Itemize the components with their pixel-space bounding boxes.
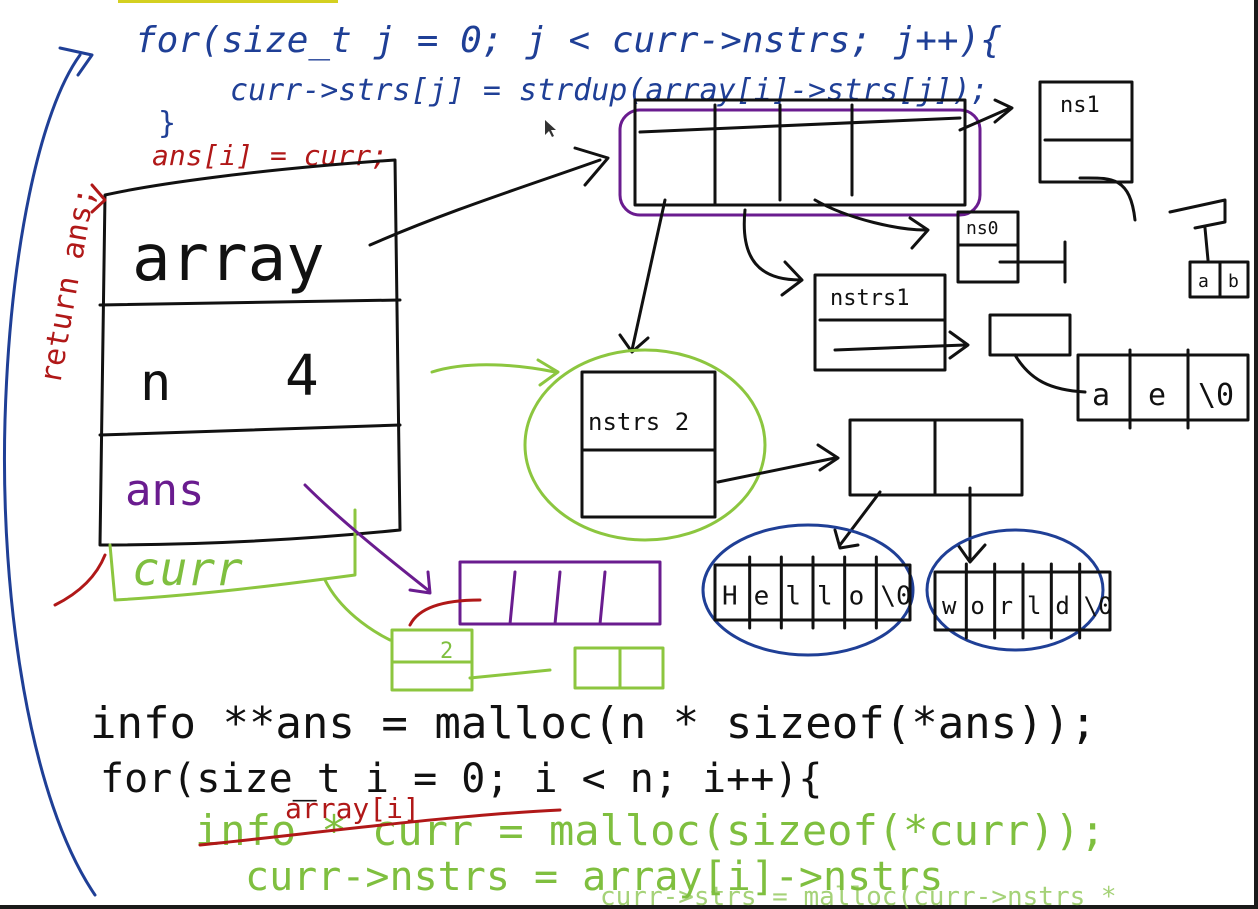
nstrs1-label: nstrs1 bbox=[830, 286, 909, 311]
nstrs1-box bbox=[813, 273, 947, 372]
code-top-line2: curr->strs[j] = strdup(array[i]->strs[j]… bbox=[230, 73, 989, 108]
hello-char: \0 bbox=[880, 582, 911, 612]
world-char: o bbox=[970, 592, 984, 620]
nstrs1-pointer-arrow bbox=[1013, 353, 1087, 394]
nstrs2-arrow-head bbox=[816, 443, 840, 472]
code-bottom-line5: curr->strs = malloc(curr->nstrs * bbox=[600, 882, 1117, 909]
ns0-box bbox=[956, 210, 1020, 284]
ans-red-arrow bbox=[408, 598, 482, 627]
curr-box bbox=[108, 508, 357, 602]
ans-cell-2 bbox=[553, 570, 562, 626]
ans-cell-3 bbox=[598, 570, 607, 626]
strs-array-outline bbox=[618, 108, 982, 217]
nstrs2-box bbox=[580, 370, 717, 519]
green-arrow-head bbox=[536, 358, 560, 387]
code-top-close-brace: } bbox=[158, 106, 176, 141]
ptr-arrow-hello bbox=[838, 490, 882, 547]
ns1-box bbox=[1038, 80, 1134, 184]
return-ans-label: return ans; bbox=[33, 185, 102, 387]
ans-array bbox=[458, 560, 662, 626]
world-char: l bbox=[1027, 592, 1041, 620]
world-highlight bbox=[925, 528, 1105, 652]
world-char: w bbox=[942, 592, 957, 620]
arrow-cell2-head bbox=[908, 216, 930, 250]
ae-char-1: e bbox=[1148, 378, 1166, 413]
nstrs1-arrow-head bbox=[948, 330, 970, 360]
ptr-arrow-hello-head bbox=[833, 528, 860, 550]
hello-highlight bbox=[701, 523, 915, 657]
green-arrow-to-nstrs2 bbox=[430, 363, 557, 374]
curr-struct-value: 2 bbox=[440, 639, 453, 664]
arrow-array-to-strs bbox=[368, 158, 602, 247]
strs-array-top-line bbox=[638, 116, 962, 134]
left-bracket-arrowhead bbox=[58, 46, 94, 77]
code-bottom-line2: for(size_t i = 0; i < n; i++){ bbox=[100, 756, 822, 802]
red-arrow-bottom bbox=[53, 553, 107, 607]
ab-char-0: a bbox=[1198, 271, 1209, 292]
ans-arrow-head bbox=[408, 570, 432, 595]
code-bottom-line4: curr->nstrs = array[i]->nstrs bbox=[245, 854, 943, 900]
ae-char-0: a bbox=[1092, 378, 1110, 413]
ns1-arrow bbox=[1078, 176, 1137, 222]
hello-char: l bbox=[817, 582, 833, 612]
code-bottom-line1: info **ans = malloc(n * sizeof(*ans)); bbox=[90, 698, 1097, 749]
ae-string-box bbox=[1076, 353, 1250, 422]
arrow-cell0-to-nstrs2 bbox=[630, 198, 667, 352]
strs-array bbox=[633, 98, 967, 207]
assign-ans-curr: ans[i] = curr; bbox=[152, 139, 388, 172]
nstrs1-pointer-box bbox=[988, 313, 1072, 357]
arrow-cell1-to-nstrs1 bbox=[742, 208, 802, 282]
ans-cell-1 bbox=[508, 570, 517, 626]
code-bottom-line3: info * curr = malloc(sizeof(*curr)); bbox=[195, 806, 1105, 855]
hello-char: o bbox=[849, 582, 865, 612]
arrow-cell3-to-ns1 bbox=[958, 106, 1012, 132]
nstrs2-arrow bbox=[716, 456, 837, 484]
ns1-pointer-box bbox=[1168, 198, 1227, 230]
ns0-label: ns0 bbox=[966, 218, 999, 239]
ns1-pointer-arrow bbox=[1203, 226, 1210, 262]
field-array: array bbox=[132, 222, 325, 296]
arrow-cell1-head bbox=[780, 260, 804, 297]
hello-char: e bbox=[754, 582, 770, 612]
field-ans: ans bbox=[125, 465, 204, 516]
ans-arrow bbox=[303, 483, 430, 592]
code-top-line1: for(size_t j = 0; j < curr->nstrs; j++){ bbox=[135, 20, 1002, 61]
world-char: r bbox=[999, 592, 1013, 620]
arrow-cell2-to-ns0 bbox=[813, 198, 927, 232]
arrow-array-head bbox=[573, 146, 610, 187]
world-char: \0 bbox=[1084, 592, 1113, 620]
arrow-cell3-head bbox=[993, 98, 1014, 124]
world-char: d bbox=[1055, 592, 1069, 620]
frame-right-border bbox=[1254, 0, 1258, 909]
curr-struct-box bbox=[390, 628, 474, 692]
field-n-value: 4 bbox=[285, 344, 319, 409]
struct-divider-1 bbox=[98, 298, 402, 307]
hello-char: l bbox=[785, 582, 801, 612]
curr-label: curr bbox=[132, 542, 243, 596]
curr-struct-arrow bbox=[468, 668, 552, 680]
red-arrow-top bbox=[90, 183, 107, 214]
hello-char: H bbox=[722, 582, 738, 612]
ns0-null bbox=[998, 240, 1067, 284]
ptr-arrow-world-head bbox=[956, 543, 987, 564]
nstrs2-label: nstrs 2 bbox=[588, 408, 689, 436]
strikethrough bbox=[198, 808, 562, 847]
ns1-label: ns1 bbox=[1060, 93, 1100, 118]
code-bottom-correction: array[i] bbox=[285, 792, 420, 825]
nstrs2-highlight bbox=[523, 348, 767, 542]
mouse-cursor-icon bbox=[545, 120, 556, 137]
ab-char-1: b bbox=[1228, 271, 1239, 292]
frame-top-accent bbox=[118, 0, 338, 3]
struct-box bbox=[98, 158, 402, 547]
left-bracket-arrow bbox=[2, 53, 97, 897]
nstrs1-arrow bbox=[833, 343, 967, 352]
struct-divider-2 bbox=[98, 423, 402, 437]
frame-bottom-border bbox=[0, 905, 1258, 909]
ae-char-2: \0 bbox=[1198, 378, 1234, 413]
field-n: n bbox=[140, 353, 171, 413]
green-curr-arrow bbox=[323, 578, 392, 642]
